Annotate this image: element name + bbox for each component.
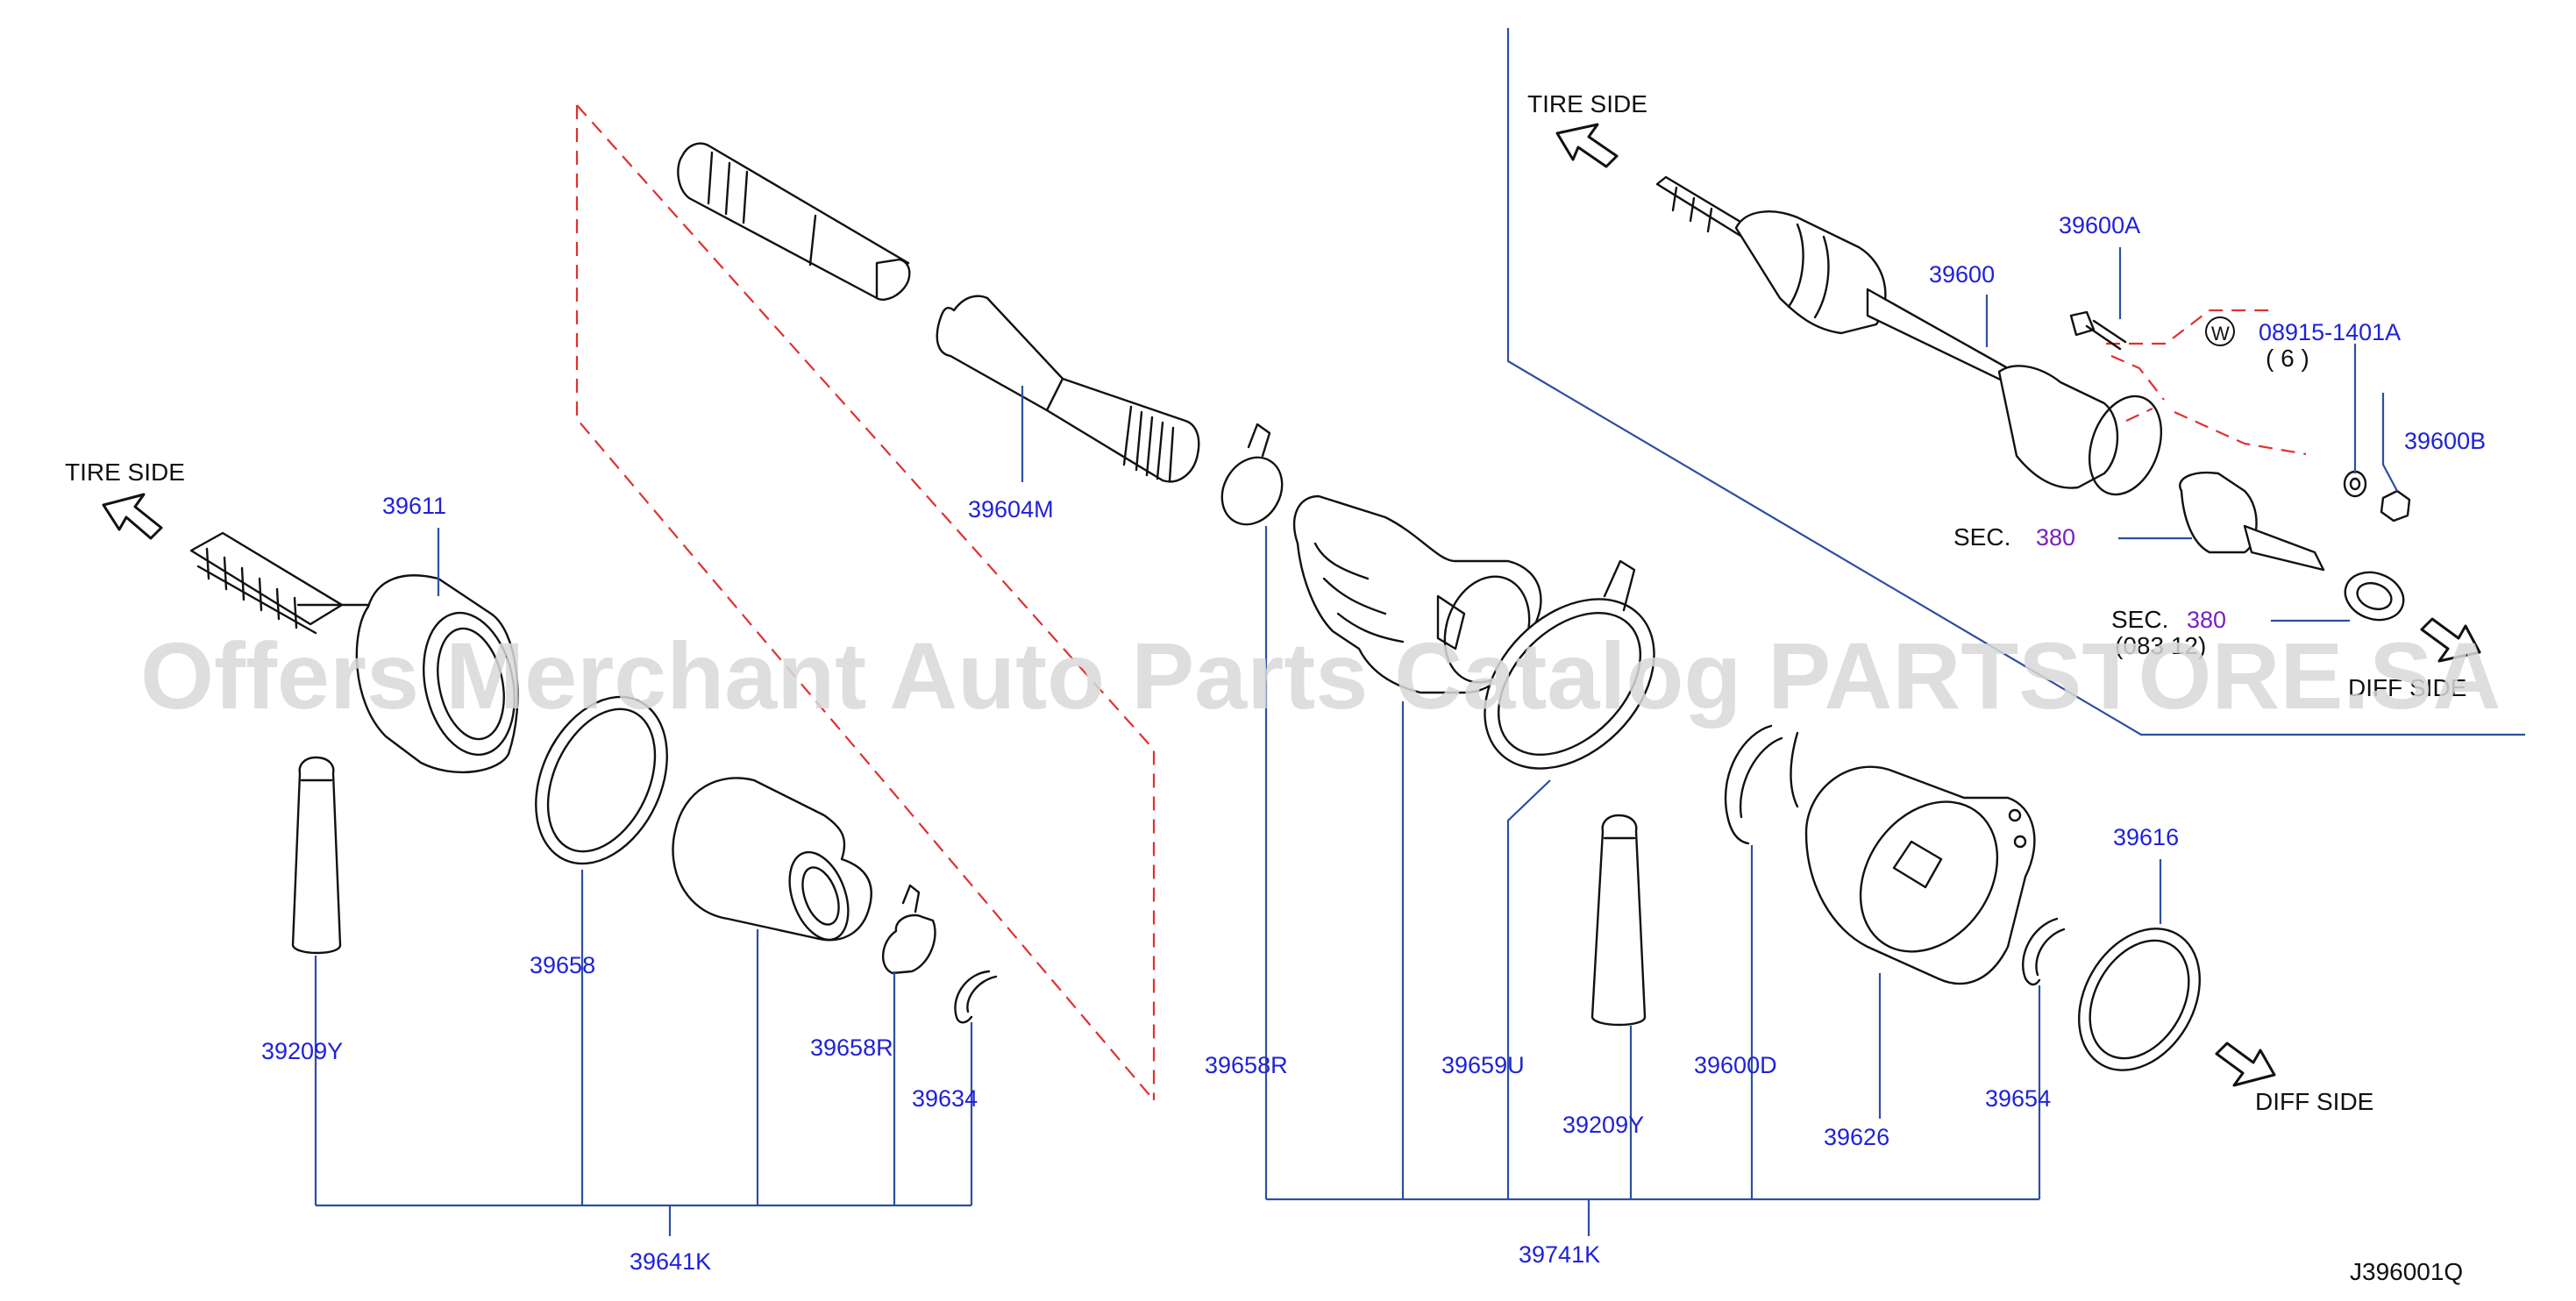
- label-diff-side-bottom: DIFF SIDE: [2255, 1088, 2373, 1115]
- label-washer-qty: ( 6 ): [2266, 345, 2309, 372]
- inset-frame: [1506, 28, 2525, 736]
- label-diagram-code: J396001Q: [2350, 1258, 2463, 1285]
- part-number-08915-1401A[interactable]: 08915-1401A: [2259, 319, 2401, 345]
- part-number-39616[interactable]: 39616: [2113, 824, 2179, 850]
- watermark-text: Offers Merchant Auto Parts Catalog PARTS…: [140, 622, 2501, 729]
- label-sec-1: SEC.: [1953, 523, 2010, 551]
- complete-driveshaft-39600[interactable]: [1655, 175, 2410, 628]
- boot-band-39658[interactable]: [510, 676, 693, 885]
- band-39658R-left[interactable]: [881, 884, 936, 975]
- arrow-tire-side-right: [1555, 123, 1619, 168]
- washer-mark-circle: [2205, 316, 2235, 346]
- part-number-39209Y-right[interactable]: 39209Y: [1562, 1112, 1644, 1138]
- label-washer-mark: W: [2211, 323, 2230, 345]
- band-39659U[interactable]: [1452, 559, 1688, 801]
- drive-shaft-39604M[interactable]: [677, 142, 1200, 483]
- plug-39209Y-right[interactable]: [1590, 814, 1647, 1027]
- leader-lines-middle: [1264, 526, 2162, 1236]
- circlip-39634[interactable]: [954, 970, 998, 1024]
- part-number-39604M[interactable]: 39604M: [968, 496, 1054, 523]
- arrow-diff-side-bottom: [2215, 1042, 2276, 1087]
- part-number-39658R-right[interactable]: 39658R: [1205, 1052, 1288, 1078]
- part-number-39658R-left[interactable]: 39658R: [810, 1034, 893, 1061]
- dashed-link-lines: [575, 104, 2307, 1101]
- part-number-39659U[interactable]: 39659U: [1441, 1052, 1525, 1078]
- part-number-39654[interactable]: 39654: [1985, 1085, 2051, 1112]
- part-number-39209Y-left[interactable]: 39209Y: [261, 1038, 343, 1064]
- part-number-39626[interactable]: 39626: [1824, 1124, 1889, 1150]
- nut-39600B[interactable]: [2380, 489, 2411, 523]
- part-number-39600B[interactable]: 39600B: [2404, 428, 2486, 454]
- label-tire-side-left: TIRE SIDE: [65, 459, 185, 486]
- part-number-39600A[interactable]: 39600A: [2059, 212, 2140, 238]
- circlip-39600D[interactable]: [1724, 724, 1799, 845]
- part-number-39641K[interactable]: 39641K: [630, 1248, 711, 1275]
- label-tire-side-right: TIRE SIDE: [1527, 90, 1647, 117]
- part-number-39741K[interactable]: 39741K: [1519, 1241, 1600, 1268]
- leader-lines-left: [314, 386, 1024, 1236]
- boot-39641K[interactable]: [672, 777, 872, 948]
- part-number-39611[interactable]: 39611: [382, 493, 446, 519]
- outer-cv-joint-39611[interactable]: [189, 531, 527, 774]
- snap-ring-39654[interactable]: [2022, 917, 2066, 986]
- label-diff-side-right: DIFF SIDE: [2348, 674, 2466, 701]
- part-number-39600[interactable]: 39600: [1929, 261, 1995, 288]
- housing-39626[interactable]: [1804, 765, 2036, 985]
- label-sec-2: SEC.: [2111, 606, 2168, 633]
- part-number-39634[interactable]: 39634: [912, 1085, 978, 1112]
- label-sec-2-num[interactable]: 380: [2187, 607, 2226, 633]
- bolt-39600A[interactable]: [2069, 310, 2127, 351]
- arrow-tire-side-left: [102, 493, 163, 540]
- leader-lines-inset: [1985, 247, 2398, 622]
- label-sec-1-num[interactable]: 380: [2036, 524, 2075, 551]
- band-39658R-right[interactable]: [1210, 423, 1293, 536]
- part-number-39658[interactable]: 39658: [530, 952, 595, 978]
- plug-39209Y-left[interactable]: [291, 756, 342, 955]
- arrow-diff-side-right: [2420, 617, 2481, 663]
- washer-08915-1401A[interactable]: [2343, 470, 2367, 498]
- seal-ring-39616[interactable]: [2054, 907, 2224, 1092]
- part-number-39600D[interactable]: 39600D: [1694, 1052, 1777, 1078]
- label-sec-2-partial: (083 12): [2115, 632, 2206, 659]
